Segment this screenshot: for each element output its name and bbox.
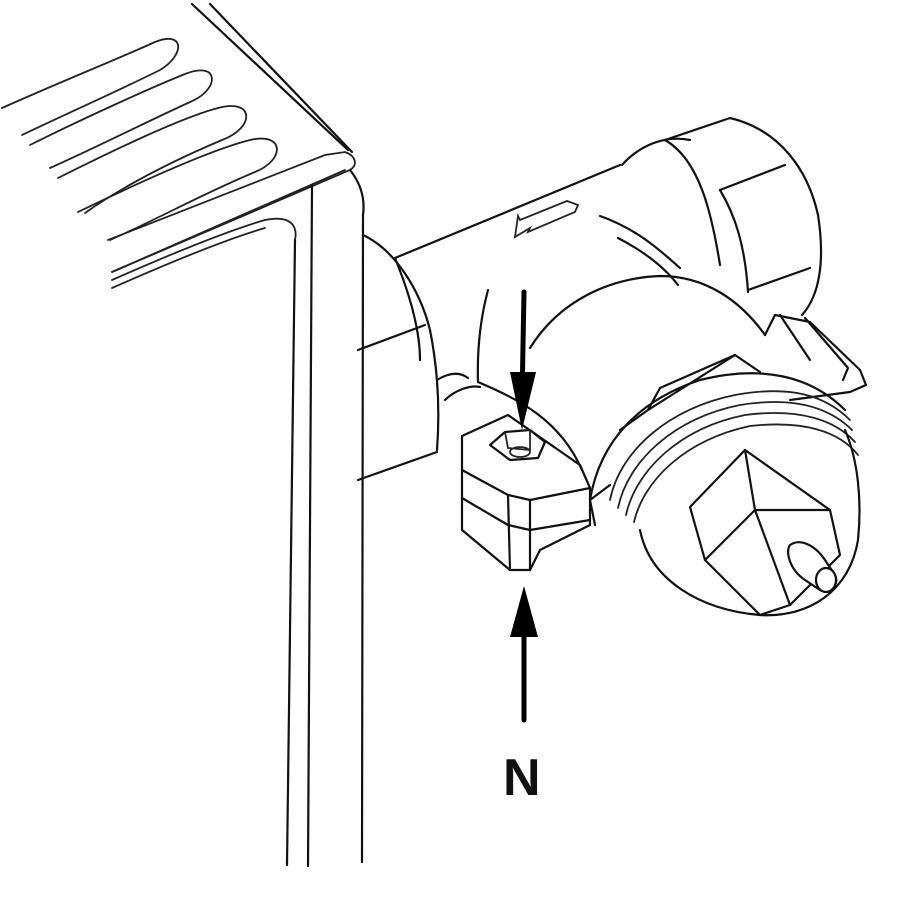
threaded-ring [588,353,861,617]
callout-label-n: N [503,749,541,807]
spindle-hex [688,448,842,617]
valve-body [393,137,692,384]
arrow-down-head [510,372,536,430]
radiator-fins [1,37,356,289]
radiator-top-edge [190,2,354,154]
valve-bonnet [528,274,868,402]
radiator-side-panel [285,168,365,868]
valve-inlet-pipe [356,163,622,482]
arrow-up-head [510,586,538,637]
flow-direction-arrow [513,200,580,239]
outlet-hex-nut [663,116,823,317]
callout-arrows [510,289,538,723]
mounting-clamp [443,380,592,572]
